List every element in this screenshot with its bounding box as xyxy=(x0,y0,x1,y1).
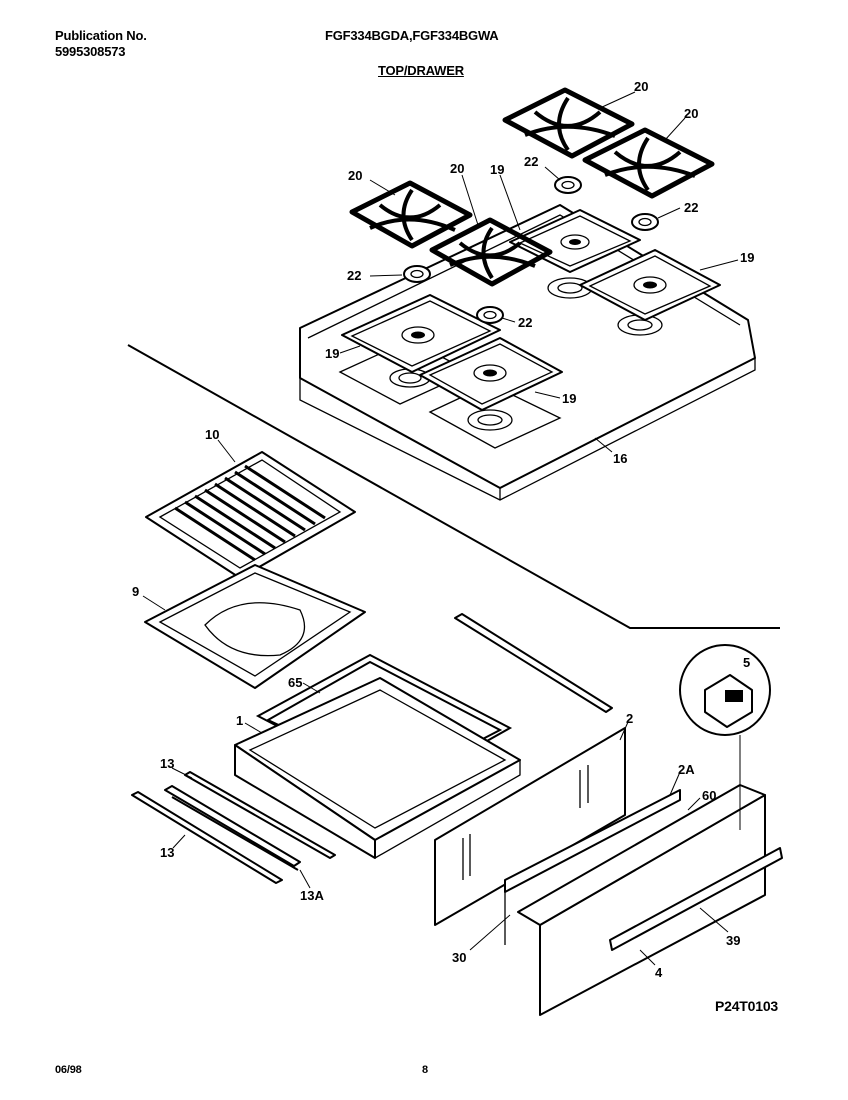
publication-number: 5995308573 xyxy=(55,44,126,59)
burner-grate-right-rear xyxy=(502,87,635,159)
drawer-back-panel xyxy=(434,727,626,926)
callout-10: 10 xyxy=(205,427,219,442)
burner-ring-left xyxy=(403,265,431,283)
burner-tray-left-rear xyxy=(341,294,501,373)
callout-9: 9 xyxy=(132,584,139,599)
callout-1: 1 xyxy=(236,713,243,728)
callout-22-top: 22 xyxy=(524,154,538,169)
callout-22-center: 22 xyxy=(518,315,532,330)
callout-5: 5 xyxy=(743,655,750,670)
detail-callout-circle xyxy=(679,644,771,830)
callout-19-left: 19 xyxy=(325,346,339,361)
burner-ring-rear-center xyxy=(554,176,582,194)
callout-20-right: 20 xyxy=(684,106,698,121)
burner-grate-right-front xyxy=(582,127,715,199)
model-numbers: FGF334BGDA,FGF334BGWA xyxy=(325,28,499,43)
callout-60: 60 xyxy=(702,788,716,803)
leader-lines xyxy=(142,91,739,966)
footer-page-number: 8 xyxy=(422,1064,428,1076)
callout-13a: 13A xyxy=(300,888,324,903)
callout-20-top-right: 20 xyxy=(634,79,648,94)
rear-rail xyxy=(454,613,613,713)
diagram-reference-code: P24T0103 xyxy=(715,998,779,1014)
burner-ring-center xyxy=(476,306,504,324)
burner-grate-left-rear xyxy=(349,180,473,249)
callout-2: 2 xyxy=(626,711,633,726)
callout-13-upper: 13 xyxy=(160,756,174,771)
broiler-pan xyxy=(144,564,366,689)
drawer-front-trim xyxy=(504,789,681,945)
callout-20-left: 20 xyxy=(348,168,362,183)
footer-date: 06/98 xyxy=(55,1064,82,1076)
callout-22-right: 22 xyxy=(684,200,698,215)
callout-19-right: 19 xyxy=(740,250,754,265)
callout-4: 4 xyxy=(655,965,663,980)
drawer-body xyxy=(234,677,521,859)
callout-2a: 2A xyxy=(678,762,695,777)
drawer-slide-lower xyxy=(131,791,283,884)
drawer-slide-13a xyxy=(164,785,301,871)
callout-19-front: 19 xyxy=(562,391,576,406)
callout-22-left: 22 xyxy=(347,268,361,283)
callout-65: 65 xyxy=(288,675,302,690)
burner-tray-right-front xyxy=(579,249,721,321)
burner-ring-right xyxy=(631,213,659,231)
callout-20-center: 20 xyxy=(450,161,464,176)
section-divider-line xyxy=(127,344,780,629)
publication-label: Publication No. xyxy=(55,28,147,43)
callout-16: 16 xyxy=(613,451,627,466)
callout-labels: 20 20 20 20 19 22 22 22 22 19 19 19 16 1… xyxy=(132,79,754,980)
callout-13-lower: 13 xyxy=(160,845,174,860)
burner-grate-left-front xyxy=(429,217,553,287)
section-title: TOP/DRAWER xyxy=(378,63,464,78)
callout-30: 30 xyxy=(452,950,466,965)
callout-39: 39 xyxy=(726,933,740,948)
burner-tray-left-front xyxy=(419,337,563,411)
broiler-grid xyxy=(145,451,356,579)
drawer-handle xyxy=(609,847,783,951)
drawer-slide-upper xyxy=(184,771,336,859)
callout-19-top: 19 xyxy=(490,162,504,177)
